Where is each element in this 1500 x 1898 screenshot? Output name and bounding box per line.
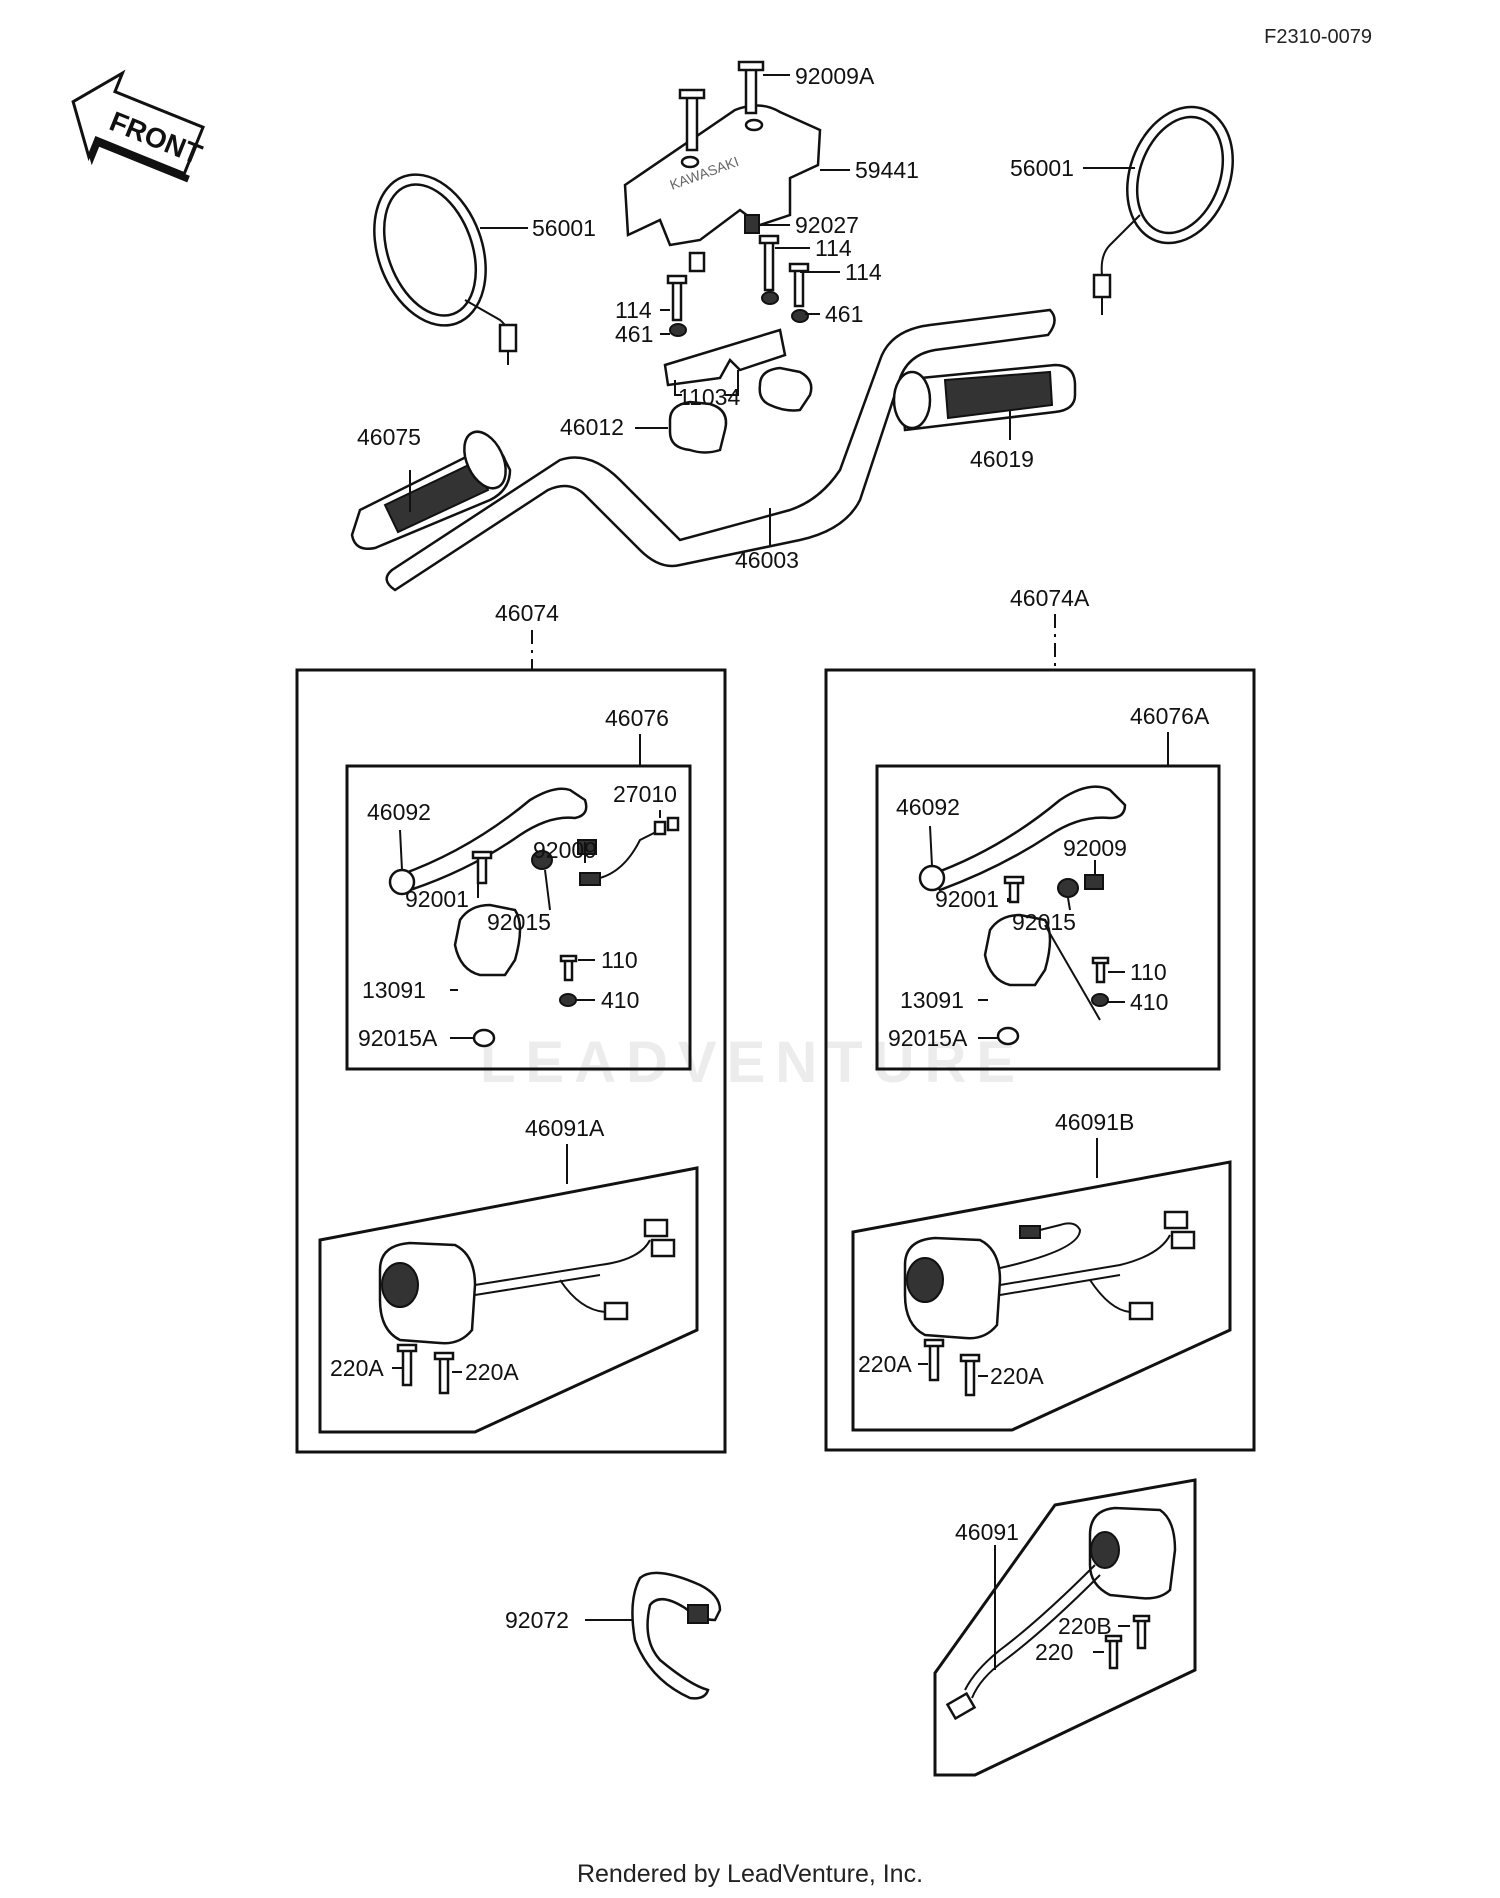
bracket-11034[interactable] (663, 328, 787, 387)
label-46091B: 46091B (1055, 1109, 1134, 1135)
kit-box-46074[interactable] (295, 668, 727, 1454)
switch-housing-46091[interactable] (945, 1506, 1177, 1721)
label-92027: 92027 (795, 212, 859, 238)
label-220B: 220B (1058, 1613, 1112, 1639)
nut-92015A-right[interactable] (996, 1026, 1020, 1046)
front-arrow: FRONT (71, 69, 206, 183)
bolt-92001-right[interactable] (1003, 875, 1025, 904)
label-92001-right: 92001 (935, 886, 999, 912)
label-46076: 46076 (605, 705, 669, 731)
washer-410-left[interactable] (559, 993, 577, 1007)
label-27010: 27010 (613, 781, 677, 807)
label-13091-left: 13091 (362, 977, 426, 1003)
switch-housing-46091B[interactable] (903, 1210, 1196, 1340)
diagram-code: F2310-0079 (1264, 26, 1372, 48)
label-461-a: 461 (615, 321, 653, 347)
right-mirror-56001[interactable] (1092, 92, 1251, 315)
lever-box-46076A[interactable] (875, 764, 1221, 1071)
label-110-right: 110 (1130, 959, 1167, 985)
footer-credit: Rendered by LeadVenture, Inc. (576, 1860, 924, 1888)
nut-92015A-left[interactable] (472, 1028, 496, 1048)
label-114-c: 114 (615, 297, 652, 323)
label-114-a: 114 (815, 235, 852, 261)
label-46092-right: 46092 (896, 794, 960, 820)
switch-27010[interactable] (579, 816, 680, 886)
bolt-92001-left[interactable] (471, 850, 493, 885)
label-92009-left: 92009 (533, 837, 597, 863)
switch-housing-46091A[interactable] (378, 1218, 676, 1345)
washer-92015-left[interactable] (531, 850, 553, 870)
lever-box-46076[interactable] (345, 764, 692, 1071)
label-46091: 46091 (955, 1519, 1019, 1545)
handlebar-46003[interactable] (385, 308, 1056, 592)
label-92015A-left: 92015A (358, 1025, 438, 1051)
label-410-right: 410 (1130, 989, 1168, 1015)
screw-92009-right[interactable] (1084, 874, 1104, 890)
label-11034: 11034 (678, 384, 740, 410)
label-92015-right: 92015 (1012, 909, 1076, 935)
label-92009-right: 92009 (1063, 835, 1127, 861)
collar-92027[interactable] (688, 214, 760, 273)
clamp-92072[interactable] (631, 1571, 722, 1700)
label-46091A: 46091A (525, 1115, 605, 1141)
screws-220A-right[interactable] (923, 1338, 981, 1397)
label-46074A: 46074A (1010, 585, 1090, 611)
cover-59441[interactable]: KAWASAKI (623, 104, 822, 247)
label-110-left: 110 (601, 947, 638, 973)
bolt-110-right[interactable] (1091, 956, 1110, 984)
label-46075: 46075 (357, 424, 421, 450)
label-56001-right: 56001 (1010, 155, 1074, 181)
label-92015A-right: 92015A (888, 1025, 968, 1051)
washer-92015-right[interactable] (1057, 878, 1079, 898)
label-220A-left-1: 220A (330, 1355, 384, 1381)
switch-box-46091B[interactable] (851, 1160, 1232, 1432)
holder-13091-left[interactable] (453, 903, 522, 977)
holder-13091-right[interactable] (983, 913, 1101, 1021)
kit-box-46074A[interactable] (824, 668, 1256, 1452)
leaders-46076 (399, 810, 661, 1039)
bolt-114[interactable] (666, 234, 810, 322)
label-46012: 46012 (560, 414, 624, 440)
right-grip-46019[interactable] (892, 363, 1077, 432)
label-220A-right-1: 220A (858, 1351, 912, 1377)
label-220A-right-2: 220A (990, 1363, 1044, 1389)
switch-box-46091A[interactable] (318, 1166, 699, 1434)
label-220A-left-2: 220A (465, 1359, 519, 1385)
label-92015-left: 92015 (487, 909, 551, 935)
lever-46092-right[interactable] (918, 785, 1127, 892)
label-46074: 46074 (495, 600, 559, 626)
screws-220B-220[interactable] (1104, 1614, 1151, 1670)
label-46092-left: 46092 (367, 799, 431, 825)
label-92009A: 92009A (795, 63, 875, 89)
label-59441: 59441 (855, 157, 919, 183)
switch-box-46091[interactable] (933, 1478, 1197, 1777)
leaders-46076A (929, 825, 1125, 1039)
label-46076A: 46076A (1130, 703, 1210, 729)
label-461-b: 461 (825, 301, 863, 327)
holder-46012[interactable] (668, 366, 813, 454)
label-220: 220 (1035, 1639, 1073, 1665)
screws-220A-left[interactable] (396, 1343, 455, 1395)
label-46003: 46003 (735, 547, 799, 573)
screw-92009-left[interactable] (577, 839, 597, 855)
label-92001-left: 92001 (405, 886, 469, 912)
label-92072: 92072 (505, 1607, 569, 1633)
watermark: LEADVENTURE (480, 1030, 1025, 1095)
left-grip-46075[interactable] (350, 425, 514, 550)
bolt-92009A[interactable] (678, 60, 765, 152)
label-410-left: 410 (601, 987, 639, 1013)
label-56001-left: 56001 (532, 215, 596, 241)
washer-461[interactable] (669, 291, 809, 337)
leaders-top (409, 74, 1135, 545)
left-mirror-56001[interactable] (354, 159, 518, 365)
washer-410-right[interactable] (1091, 993, 1109, 1007)
bolt-110-left[interactable] (559, 954, 578, 982)
label-114-b: 114 (845, 259, 882, 285)
label-13091-right: 13091 (900, 987, 964, 1013)
label-46019: 46019 (970, 446, 1034, 472)
